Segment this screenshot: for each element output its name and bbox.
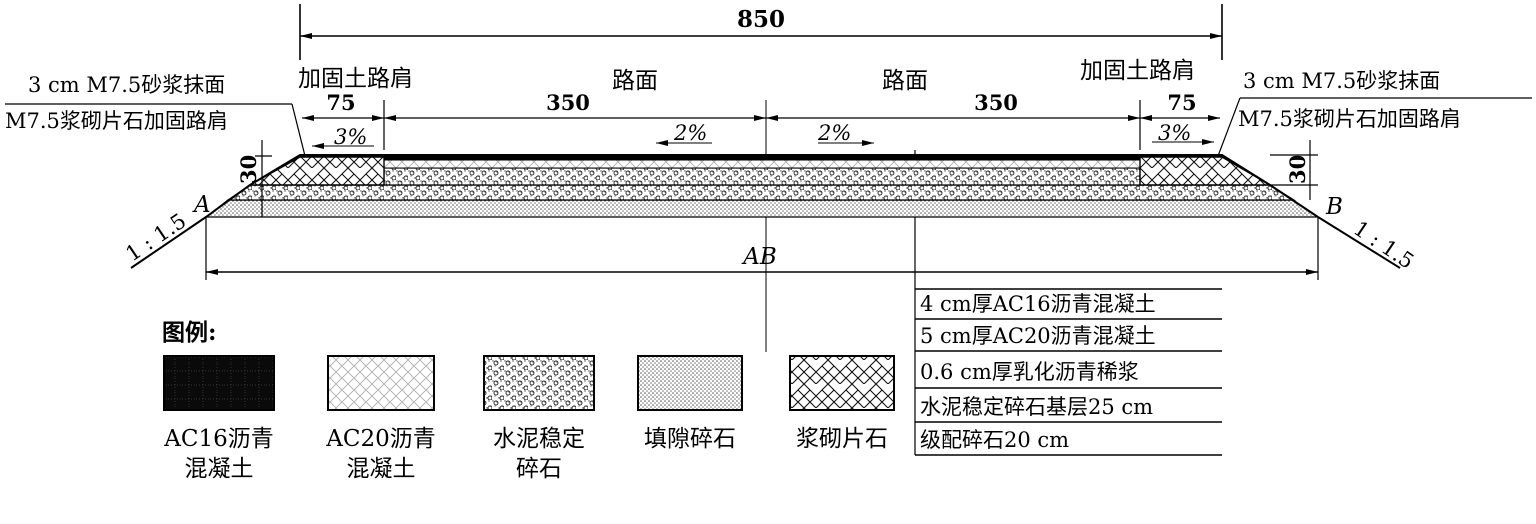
legend-label: 水泥稳定 [493, 426, 585, 452]
legend-label: AC16沥青 [163, 426, 273, 452]
legend-label: 浆砌片石 [796, 426, 888, 452]
layer-cement-base-upper [383, 167, 1141, 186]
legend-swatch-gravel [637, 355, 743, 411]
note-right-leader [1217, 97, 1241, 157]
legend-label: 填隙碎石 [644, 426, 736, 452]
dimension-left-lane-label: 350 [546, 90, 590, 115]
legend-label: 碎石 [516, 456, 562, 482]
dimension-right-lane-label: 350 [974, 90, 1018, 115]
height-right-label: 30 [1285, 155, 1310, 184]
slope-line-right [1317, 216, 1401, 269]
layer-cement-base [226, 184, 1297, 201]
legend-swatch-cement [483, 355, 595, 411]
layer-ac20 [383, 159, 1141, 169]
label-left-pavement: 路面 [612, 68, 658, 94]
layer-list: 4 cm厚AC16沥青混凝土 5 cm厚AC20沥青混凝土 0.6 cm厚乳化沥… [915, 288, 1222, 456]
dimension-left-shoulder-label: 75 [326, 90, 355, 115]
layer-item: 水泥稳定碎石基层25 cm [920, 395, 1153, 419]
legend-label: 混凝土 [185, 456, 254, 482]
legend-label: AC20沥青 [325, 426, 435, 452]
layer-item: 5 cm厚AC20沥青混凝土 [920, 324, 1156, 348]
legend: 图例: AC16沥青 混凝土 AC20沥青 混凝土 水泥稳定 碎石 填隙碎石 浆… [162, 319, 895, 482]
grade-right: 1 : 1.5 [1349, 216, 1418, 273]
legend-title: 图例: [162, 319, 217, 346]
layer-item: 级配碎石20 cm [920, 428, 1069, 452]
point-a: A [192, 192, 211, 218]
dimension-total-label: 850 [737, 6, 785, 33]
note-right-stone: M7.5浆砌片石加固路肩 [1238, 107, 1461, 131]
slope-right-shoulder: 3% [1158, 121, 1191, 145]
shoulder-left-stone [247, 156, 385, 186]
layer-graded-gravel [204, 199, 1321, 218]
grade-left: 1 : 1.5 [121, 209, 190, 266]
shoulder-right-stone [1139, 156, 1273, 186]
dimension-right-shoulder-label: 75 [1167, 90, 1196, 115]
note-left-stone: M7.5浆砌片石加固路肩 [5, 109, 228, 133]
slope-line-left [130, 216, 207, 269]
layer-ac16 [300, 155, 1222, 160]
label-right-pavement: 路面 [882, 68, 928, 94]
note-left-leader [291, 103, 306, 157]
road-outline [205, 154, 1319, 218]
height-left-label: 30 [236, 155, 261, 184]
legend-swatch-stone [789, 355, 895, 411]
note-left-mortar: 3 cm M7.5砂浆抹面 [28, 73, 225, 97]
label-right-shoulder: 加固土路肩 [1080, 58, 1195, 84]
note-right-mortar: 3 cm M7.5砂浆抹面 [1243, 69, 1440, 93]
legend-swatch-ac20 [327, 355, 435, 411]
layer-item: 0.6 cm厚乳化沥青稀浆 [920, 360, 1139, 384]
label-left-shoulder: 加固土路肩 [298, 66, 413, 92]
legend-swatch-ac16 [163, 355, 275, 411]
dimension-ab-label: AB [741, 244, 777, 270]
legend-label: 混凝土 [347, 456, 416, 482]
layer-item: 4 cm厚AC16沥青混凝土 [920, 292, 1156, 316]
crown-left: 2% [673, 121, 707, 145]
point-b: B [1325, 194, 1343, 220]
slope-left-shoulder: 3% [334, 125, 367, 149]
crown-right: 2% [817, 121, 851, 145]
